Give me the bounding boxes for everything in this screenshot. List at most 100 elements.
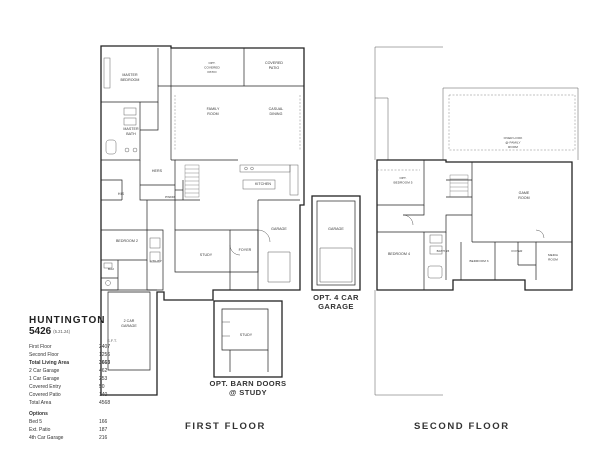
room-opt-study: STUDY: [240, 333, 253, 337]
area-row-total-area: Total Area 4568: [29, 399, 117, 407]
room-opt-covered-patio-l1: OPT.: [208, 61, 215, 65]
room-kitchen: KITCHEN: [255, 182, 271, 186]
room-2-car-garage-l2: GARAGE: [121, 324, 137, 328]
opt-barn-doors-plan: STUDY: [213, 300, 283, 378]
second-floor-walls: [376, 159, 573, 291]
room-foyer: FOYER: [239, 248, 252, 252]
room-garage: GARAGE: [271, 227, 287, 231]
room-master-bath-l1: MASTER: [123, 127, 139, 131]
room-bedroom-2: BEDROOM 2: [116, 239, 138, 243]
area-value: 462: [99, 368, 108, 375]
area-row-2-car-garage: 2 Car Garage 462: [29, 367, 117, 375]
room-master-bedroom-l1: MASTER: [122, 73, 138, 77]
first-floor-fixtures: [103, 57, 301, 293]
room-master-bath-l2: BATH: [126, 132, 136, 136]
option-label: 4th Car Garage: [29, 434, 64, 441]
room-bedroom-3: BEDROOM 3: [469, 259, 488, 263]
opt-4-car-garage-title: OPT. 4 CAR GARAGE: [308, 293, 364, 311]
room-opt-garage: GARAGE: [328, 227, 344, 231]
room-hers: HERS: [152, 169, 163, 173]
room-casual-dining-l1: CASUAL: [269, 107, 284, 111]
opt-4-car-garage-plan: GARAGE: [311, 195, 361, 291]
sqft-header: S.F.T.: [106, 338, 117, 344]
area-row-second-floor: Second Floor 1256: [29, 351, 117, 359]
option-row-ext-patio: Ext. Patio 187: [29, 426, 117, 434]
second-floor-fixtures: [377, 169, 545, 279]
room-family-room-l2: ROOM: [207, 112, 218, 116]
room-opt-covered-patio-l2: COVERED: [204, 66, 220, 70]
room-utility: UTILITY: [150, 259, 162, 263]
opt-4-car-garage-title-line2: GARAGE: [318, 301, 354, 311]
area-row-first-floor: First Floor 2407: [29, 343, 117, 351]
area-list: First Floor 2407 Second Floor 1256 Total L…: [29, 343, 117, 407]
options-title: Options: [29, 410, 48, 417]
room-opt-bedroom-5-l1: OPT.: [399, 176, 406, 180]
opt-4-car-garage-title-line1: OPT. 4 CAR: [313, 293, 359, 302]
area-value: 2407: [99, 344, 111, 351]
area-value: 253: [99, 376, 108, 383]
svg-text:OPT.BEDROOM 5: OPT.BEDROOM 5: [393, 176, 412, 185]
area-label: 1 Car Garage: [29, 376, 60, 383]
first-floor-walls: [100, 45, 305, 396]
room-media-room-l2: ROOM: [548, 258, 558, 262]
room-pwdr: PWDR: [165, 195, 175, 199]
option-row-4th-car-garage: 4th Car Garage 216: [29, 434, 117, 442]
room-study: STUDY: [200, 253, 213, 257]
option-value: 216: [99, 434, 108, 441]
room-covered-patio-l2: PATIO: [269, 66, 280, 70]
room-opt-bedroom-5-l2: BEDROOM 5: [393, 181, 412, 185]
room-media-room-l1: MEDIA: [548, 253, 559, 257]
room-foyer-2: FOYER: [512, 249, 524, 253]
area-value: 140: [99, 392, 108, 399]
area-row-1-car-garage: 1 Car Garage 253: [29, 375, 117, 383]
second-floor-title: SECOND FLOOR: [414, 421, 510, 432]
option-value: 166: [99, 418, 108, 425]
room-overlook-l2: @ FAMILY: [505, 141, 520, 145]
room-overlook-l3: ROOM: [508, 145, 518, 149]
room-bath-2: BA2: [108, 267, 114, 271]
plan-name: HUNTINGTON: [29, 315, 106, 326]
option-label: Ext. Patio: [29, 426, 51, 433]
area-value: 4568: [99, 400, 111, 407]
room-his: HIS: [118, 192, 125, 196]
area-label: 2 Car Garage: [29, 368, 60, 375]
area-label: Second Floor: [29, 352, 59, 359]
plan-number: 5426: [29, 326, 52, 338]
area-label: First Floor: [29, 344, 52, 351]
room-casual-dining-l2: DINING: [270, 112, 283, 116]
area-label: Total Area: [29, 400, 52, 407]
plan-info: HUNTINGTON 5426(5.21.24) S.F.T. First Fl…: [29, 315, 117, 442]
second-floor-roof-lines: [374, 46, 579, 396]
opt-barn-doors-title-line1: OPT. BARN DOORS: [209, 379, 287, 388]
area-value: 50: [99, 384, 105, 391]
room-covered-patio-l1: COVERED: [265, 61, 283, 65]
room-bath-3: BATH #3: [437, 249, 450, 253]
room-game-room-l1: GAME: [519, 191, 530, 195]
room-game-room-l2: ROOM: [518, 196, 529, 200]
opt-barn-doors-title-line2: @ STUDY: [228, 387, 268, 397]
room-master-bedroom-l2: BEDROOM: [121, 78, 140, 82]
area-value: 1256: [99, 352, 111, 359]
room-overlook-l1: OVER LOOK: [504, 136, 524, 140]
option-value: 187: [99, 426, 108, 433]
room-opt-covered-patio-l3: PATIO: [207, 70, 217, 74]
room-2-car-garage-l1: 2 CAR: [124, 319, 135, 323]
room-bedroom-4: BEDROOM 4: [388, 252, 410, 256]
